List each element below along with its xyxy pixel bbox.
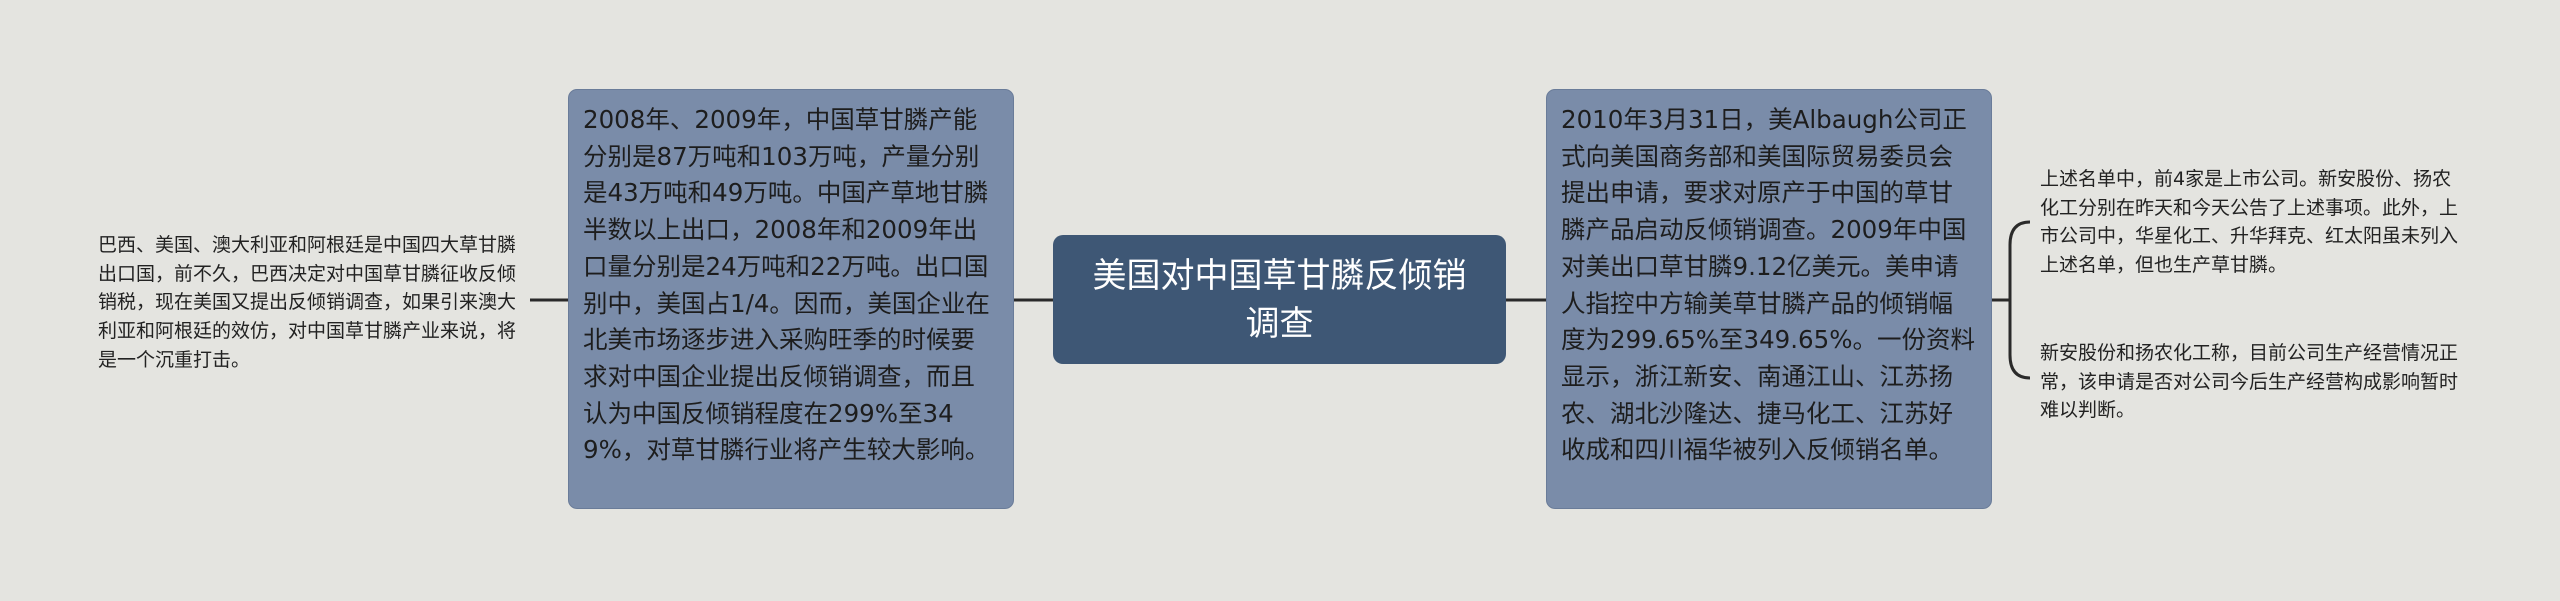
right-leaf-text-1: 上述名单中，前4家是上市公司。新安股份、扬农化工分别在昨天和今天公告了上述事项。… (2040, 168, 2459, 277)
left-branch-text: 2008年、2009年，中国草甘膦产能分别是87万吨和103万吨，产量分别是43… (583, 105, 990, 465)
right-leaf-text-2: 新安股份和扬农化工称，目前公司生产经营情况正常，该申请是否对公司今后生产经营构成… (2040, 342, 2459, 422)
right-leaf-note-1[interactable]: 上述名单中，前4家是上市公司。新安股份、扬农化工分别在昨天和今天公告了上述事项。… (2040, 165, 2465, 280)
root-topic[interactable]: 美国对中国草甘膦反倾销调查 (1053, 235, 1506, 364)
left-leaf-note[interactable]: 巴西、美国、澳大利亚和阿根廷是中国四大草甘膦出口国，前不久，巴西决定对中国草甘膦… (98, 231, 528, 375)
left-leaf-text: 巴西、美国、澳大利亚和阿根廷是中国四大草甘膦出口国，前不久，巴西决定对中国草甘膦… (98, 234, 517, 371)
connector-rightcard-bracket (1992, 220, 2031, 380)
right-branch-card[interactable]: 2010年3月31日，美Albaugh公司正式向美国商务部和美国际贸易委员会提出… (1546, 89, 1992, 509)
root-topic-label: 美国对中国草甘膦反倾销调查 (1092, 255, 1467, 344)
right-leaf-note-2[interactable]: 新安股份和扬农化工称，目前公司生产经营情况正常，该申请是否对公司今后生产经营构成… (2040, 339, 2465, 425)
left-branch-card[interactable]: 2008年、2009年，中国草甘膦产能分别是87万吨和103万吨，产量分别是43… (568, 89, 1014, 509)
right-branch-text: 2010年3月31日，美Albaugh公司正式向美国商务部和美国际贸易委员会提出… (1561, 105, 1976, 465)
